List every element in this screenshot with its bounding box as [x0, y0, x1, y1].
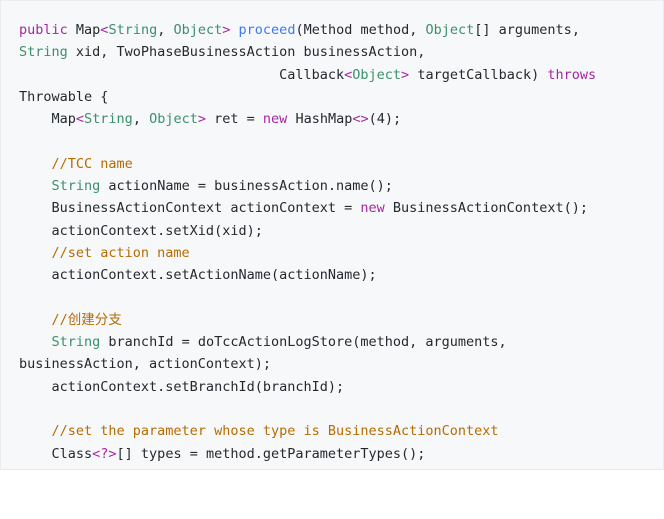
code-token [19, 312, 52, 328]
code-token: [] types = method.getParameterTypes(); [116, 445, 426, 462]
code-line [19, 398, 663, 420]
code-token: new [360, 200, 385, 217]
code-token: actionContext.setBranchId(branchId); [19, 378, 345, 395]
code-token: > [222, 22, 231, 38]
code-token: //set the parameter whose type is Busine… [51, 423, 499, 440]
code-token: > [197, 111, 207, 128]
code-token: <> [352, 111, 369, 128]
code-token: xid, TwoPhaseBusinessAction businessActi… [67, 44, 426, 61]
code-token: > [401, 66, 410, 83]
code-block: public Map<String, Object> proceed(Metho… [0, 0, 664, 470]
code-line: //TCC name [19, 153, 663, 175]
code-token: public [19, 22, 68, 38]
code-token: String [51, 178, 101, 195]
code-line: String branchId = doTccActionLogStore(me… [19, 331, 663, 353]
code-token: Map [19, 111, 76, 128]
code-line: Class<?>[] types = method.getParameterTy… [19, 443, 663, 465]
code-token [19, 334, 52, 350]
code-token: Callback [279, 66, 345, 83]
code-line: Callback<Object> targetCallback) throws [19, 64, 663, 86]
code-line: BusinessActionContext actionContext = ne… [19, 197, 663, 219]
code-token: proceed [238, 22, 296, 38]
code-line: actionContext.setXid(xid); [19, 220, 663, 242]
code-line: actionContext.setBranchId(branchId); [19, 376, 663, 398]
code-token: new [262, 111, 288, 128]
code-line: String actionName = businessAction.name(… [19, 175, 663, 197]
code-token: (4); [368, 111, 402, 128]
code-token: < [344, 66, 353, 83]
code-token: targetCallback) [409, 66, 548, 83]
code-token [19, 423, 52, 439]
code-token: , [132, 111, 150, 128]
code-line: //set the parameter whose type is Busine… [19, 420, 663, 442]
code-token [19, 178, 52, 194]
code-token: HashMap [287, 111, 353, 128]
code-token: BusinessActionContext actionContext = [19, 200, 361, 217]
code-token: //创建分支 [51, 311, 122, 328]
code-line: Throwable { [19, 86, 663, 108]
code-token: Throwable { [19, 88, 109, 105]
code-token: String [108, 22, 158, 38]
code-token [19, 67, 279, 83]
code-token: Class [19, 445, 93, 462]
code-token: BusinessActionContext(); [384, 200, 588, 217]
code-lines: public Map<String, Object> proceed(Metho… [19, 19, 663, 465]
code-token [19, 245, 52, 261]
code-token: (Method method, [295, 22, 426, 38]
code-token: actionContext.setXid(xid); [19, 222, 263, 239]
code-line: actionContext.setActionName(actionName); [19, 264, 663, 286]
code-token: <?> [92, 445, 117, 462]
code-line: businessAction, actionContext); [19, 353, 663, 375]
code-token: Object [425, 22, 475, 38]
code-line: String xid, TwoPhaseBusinessAction busin… [19, 41, 663, 63]
code-line [19, 130, 663, 152]
code-token: actionContext.setActionName(actionName); [19, 267, 377, 284]
code-token: actionName = businessAction.name(); [100, 178, 393, 195]
code-token: String [19, 44, 68, 61]
code-line: Map<String, Object> ret = new HashMap<>(… [19, 108, 663, 130]
code-token [230, 22, 238, 38]
code-line: //创建分支 [19, 309, 663, 331]
code-token: , [157, 22, 174, 38]
code-token: < [100, 22, 109, 38]
code-token: //set action name [51, 244, 190, 261]
code-token: throws [547, 66, 597, 83]
code-token: businessAction, actionContext); [19, 356, 271, 373]
code-token: Object [173, 22, 223, 38]
code-token: ret = [206, 111, 263, 128]
code-token: Object [149, 111, 198, 128]
code-token: String [84, 111, 133, 128]
code-token: Map [67, 22, 101, 38]
code-token [19, 156, 52, 172]
code-token: < [75, 111, 85, 128]
code-token: [] arguments, [474, 22, 580, 38]
code-token: String [51, 334, 101, 351]
code-token: Object [352, 66, 402, 83]
code-line: public Map<String, Object> proceed(Metho… [19, 19, 663, 41]
code-token: //TCC name [51, 155, 133, 172]
code-line [19, 287, 663, 309]
code-line: //set action name [19, 242, 663, 264]
code-token: branchId = doTccActionLogStore(method, a… [100, 334, 507, 351]
